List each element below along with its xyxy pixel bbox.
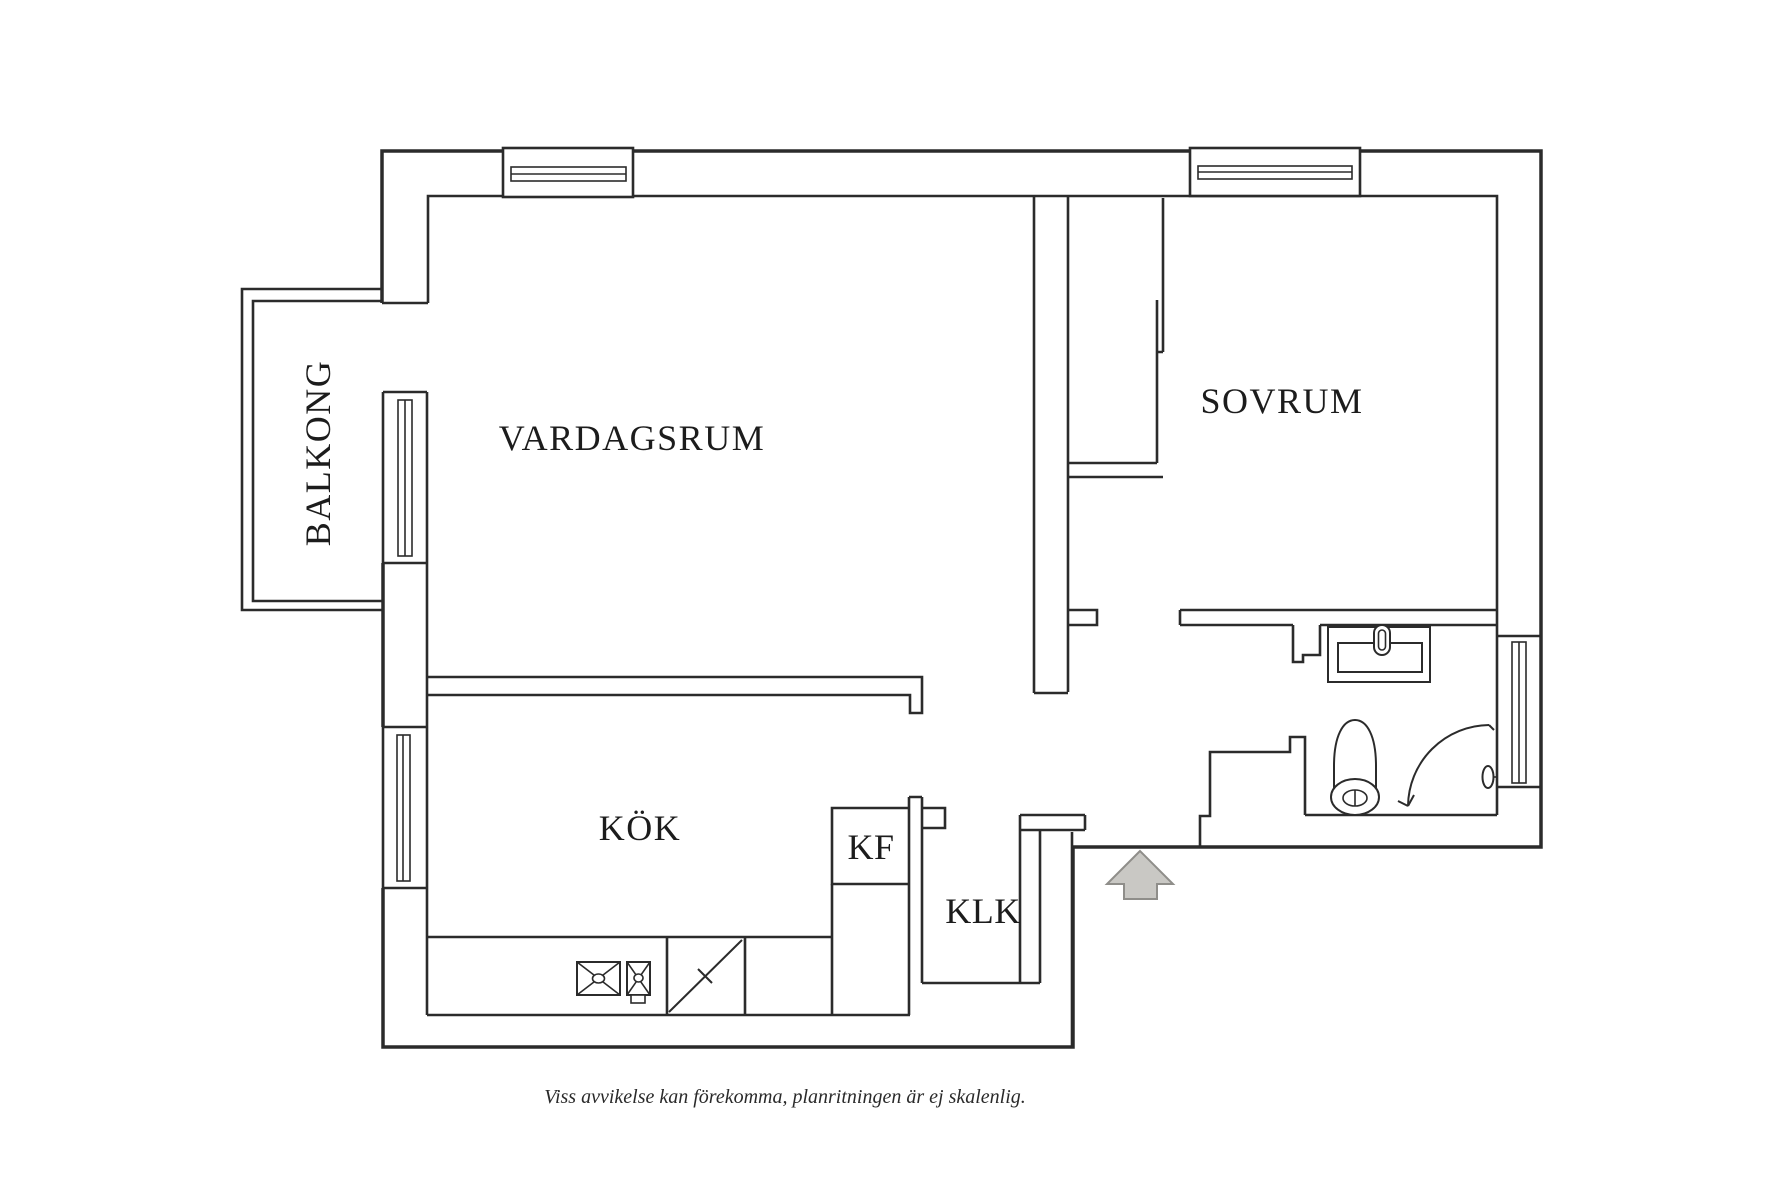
- window-bathroom: [1495, 634, 1541, 789]
- toilet-icon: [1330, 718, 1380, 816]
- closet-doors: [1155, 198, 1165, 463]
- balcony-outline: [240, 287, 383, 612]
- door-handle-icon: [1481, 765, 1495, 789]
- label-fridge-freezer: KF: [847, 827, 894, 867]
- kitchen-sink-icon: [576, 961, 621, 996]
- kitchen-counter: [427, 884, 834, 1015]
- bathroom-sink-icon: [1327, 624, 1431, 683]
- fridge-freezer-box: [830, 806, 909, 886]
- interior-walls: [428, 196, 1497, 848]
- label-living-room: VARDAGSRUM: [499, 418, 765, 458]
- entry-arrow-icon: [1104, 849, 1176, 900]
- disclaimer-text: Viss avvikelse kan förekomma, planritnin…: [544, 1086, 1026, 1108]
- label-kitchen: KÖK: [599, 808, 682, 848]
- window-bedroom: [1188, 146, 1362, 198]
- window-kitchen: [381, 725, 429, 890]
- window-living-room: [501, 146, 635, 199]
- walk-in-closet-walls: [907, 795, 1087, 1047]
- label-walk-in-closet: KLK: [945, 891, 1021, 931]
- bathroom-door-swing: [1397, 724, 1497, 807]
- stove-icon: [626, 961, 651, 1004]
- label-bedroom: SOVRUM: [1200, 381, 1363, 421]
- label-balcony: BALKONG: [298, 360, 338, 547]
- balcony-door: [381, 390, 429, 565]
